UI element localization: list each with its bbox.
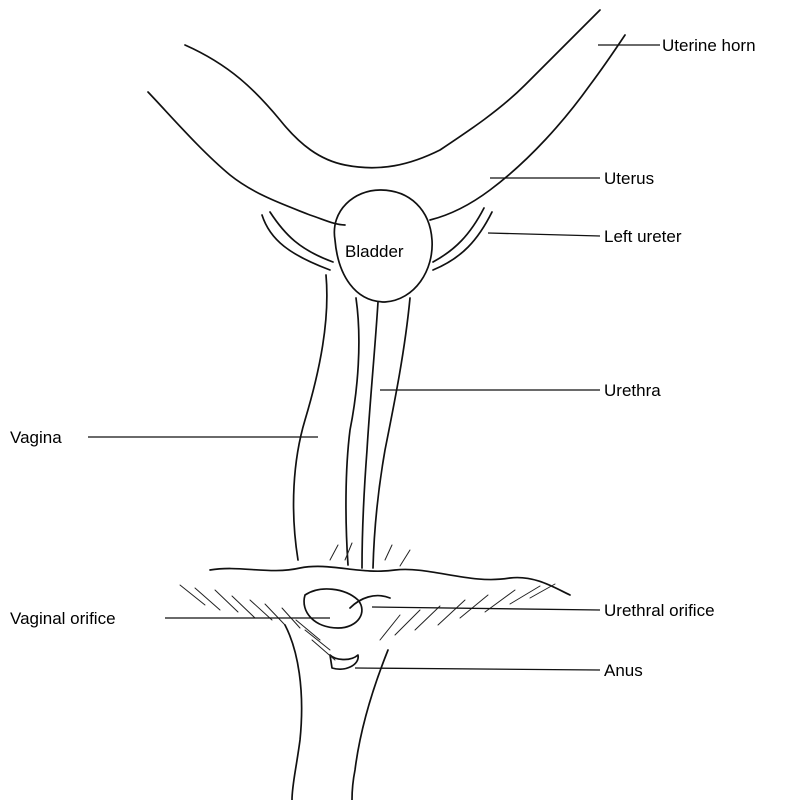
label-vaginal-orifice: Vaginal orifice [10,609,116,628]
perineum-region [180,543,570,669]
label-anus: Anus [604,661,643,680]
label-left-ureter: Left ureter [604,227,682,246]
leader-urethral-orifice [372,607,600,610]
label-urethra: Urethra [604,381,661,400]
label-bladder: Bladder [345,242,404,261]
label-uterus: Uterus [604,169,654,188]
vagina-outline [294,275,359,565]
leader-anus [355,668,600,670]
leader-left-ureter [488,233,600,236]
label-urethral-orifice: Urethral orifice [604,601,715,620]
label-vagina: Vagina [10,428,62,447]
uterus-outline [148,10,625,225]
label-uterine-horn: Uterine horn [662,36,756,55]
urethra-outline [362,298,410,568]
lower-body-outline [285,625,388,800]
